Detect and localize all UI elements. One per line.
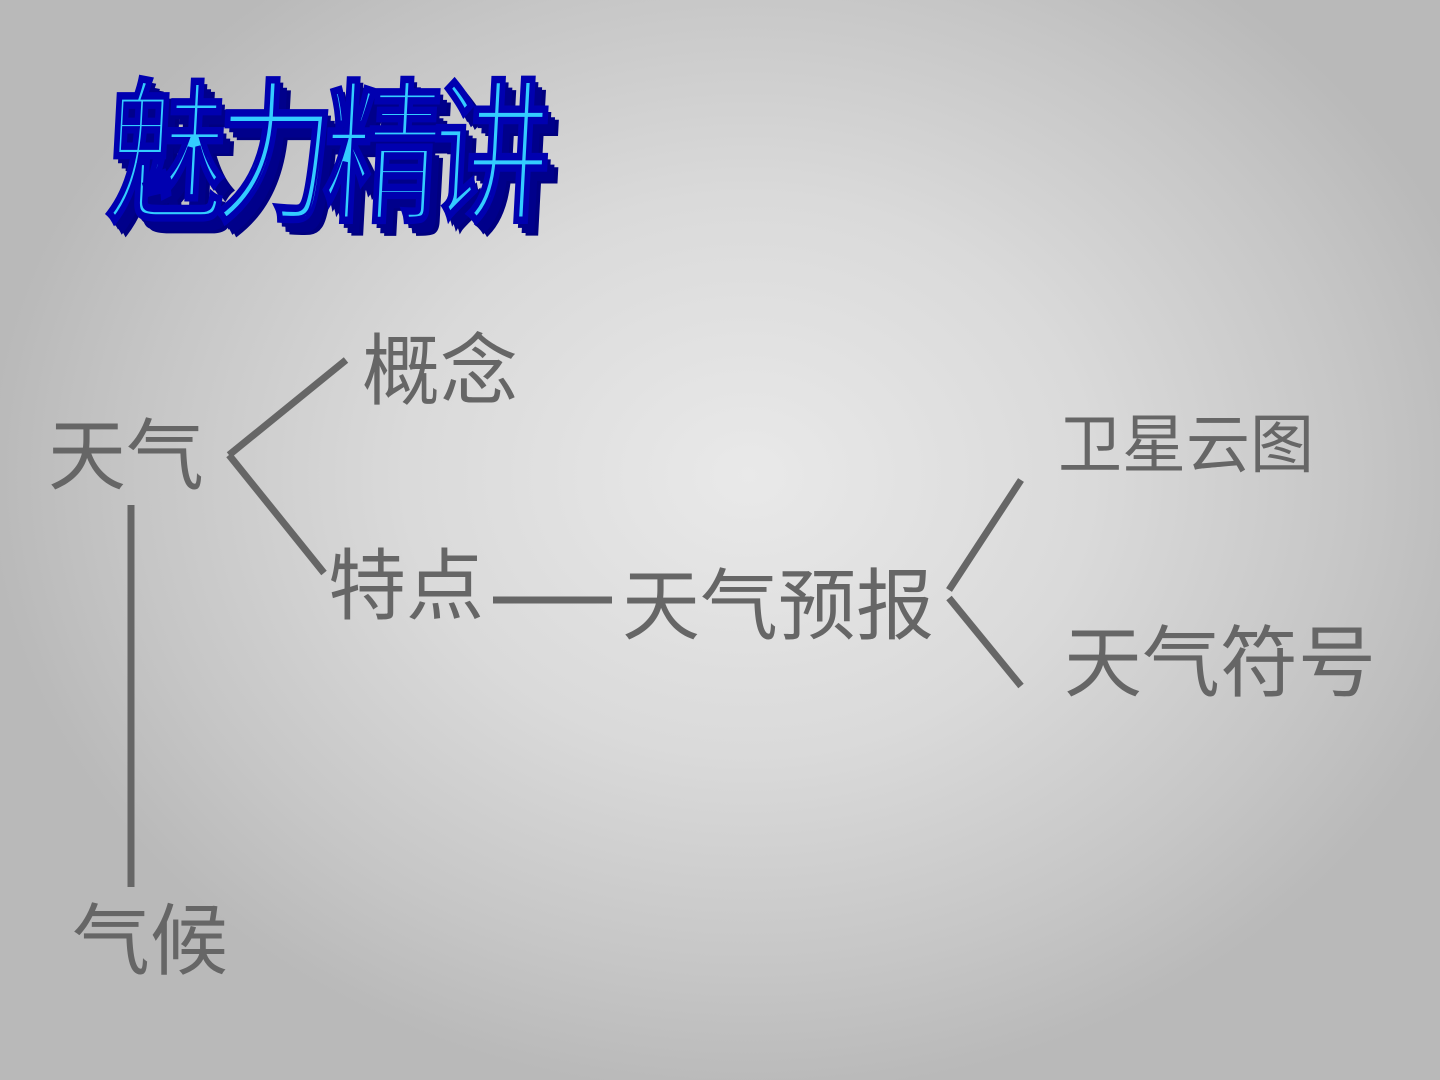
node-climate: 气候 (72, 897, 229, 987)
connector-weather-concept (226, 357, 349, 458)
node-weather: 天气 (48, 412, 205, 502)
node-features: 特点 (328, 542, 485, 632)
connector-forecast-satellite (946, 478, 1024, 592)
node-weather-symbols: 天气符号 (1064, 619, 1377, 709)
connector-forecast-symbols (946, 595, 1024, 689)
node-satellite-cloud-image: 卫星云图 (1058, 409, 1314, 483)
node-forecast: 天气预报 (622, 562, 935, 652)
connector-weather-features (226, 452, 327, 576)
node-concept: 概念 (362, 327, 519, 417)
